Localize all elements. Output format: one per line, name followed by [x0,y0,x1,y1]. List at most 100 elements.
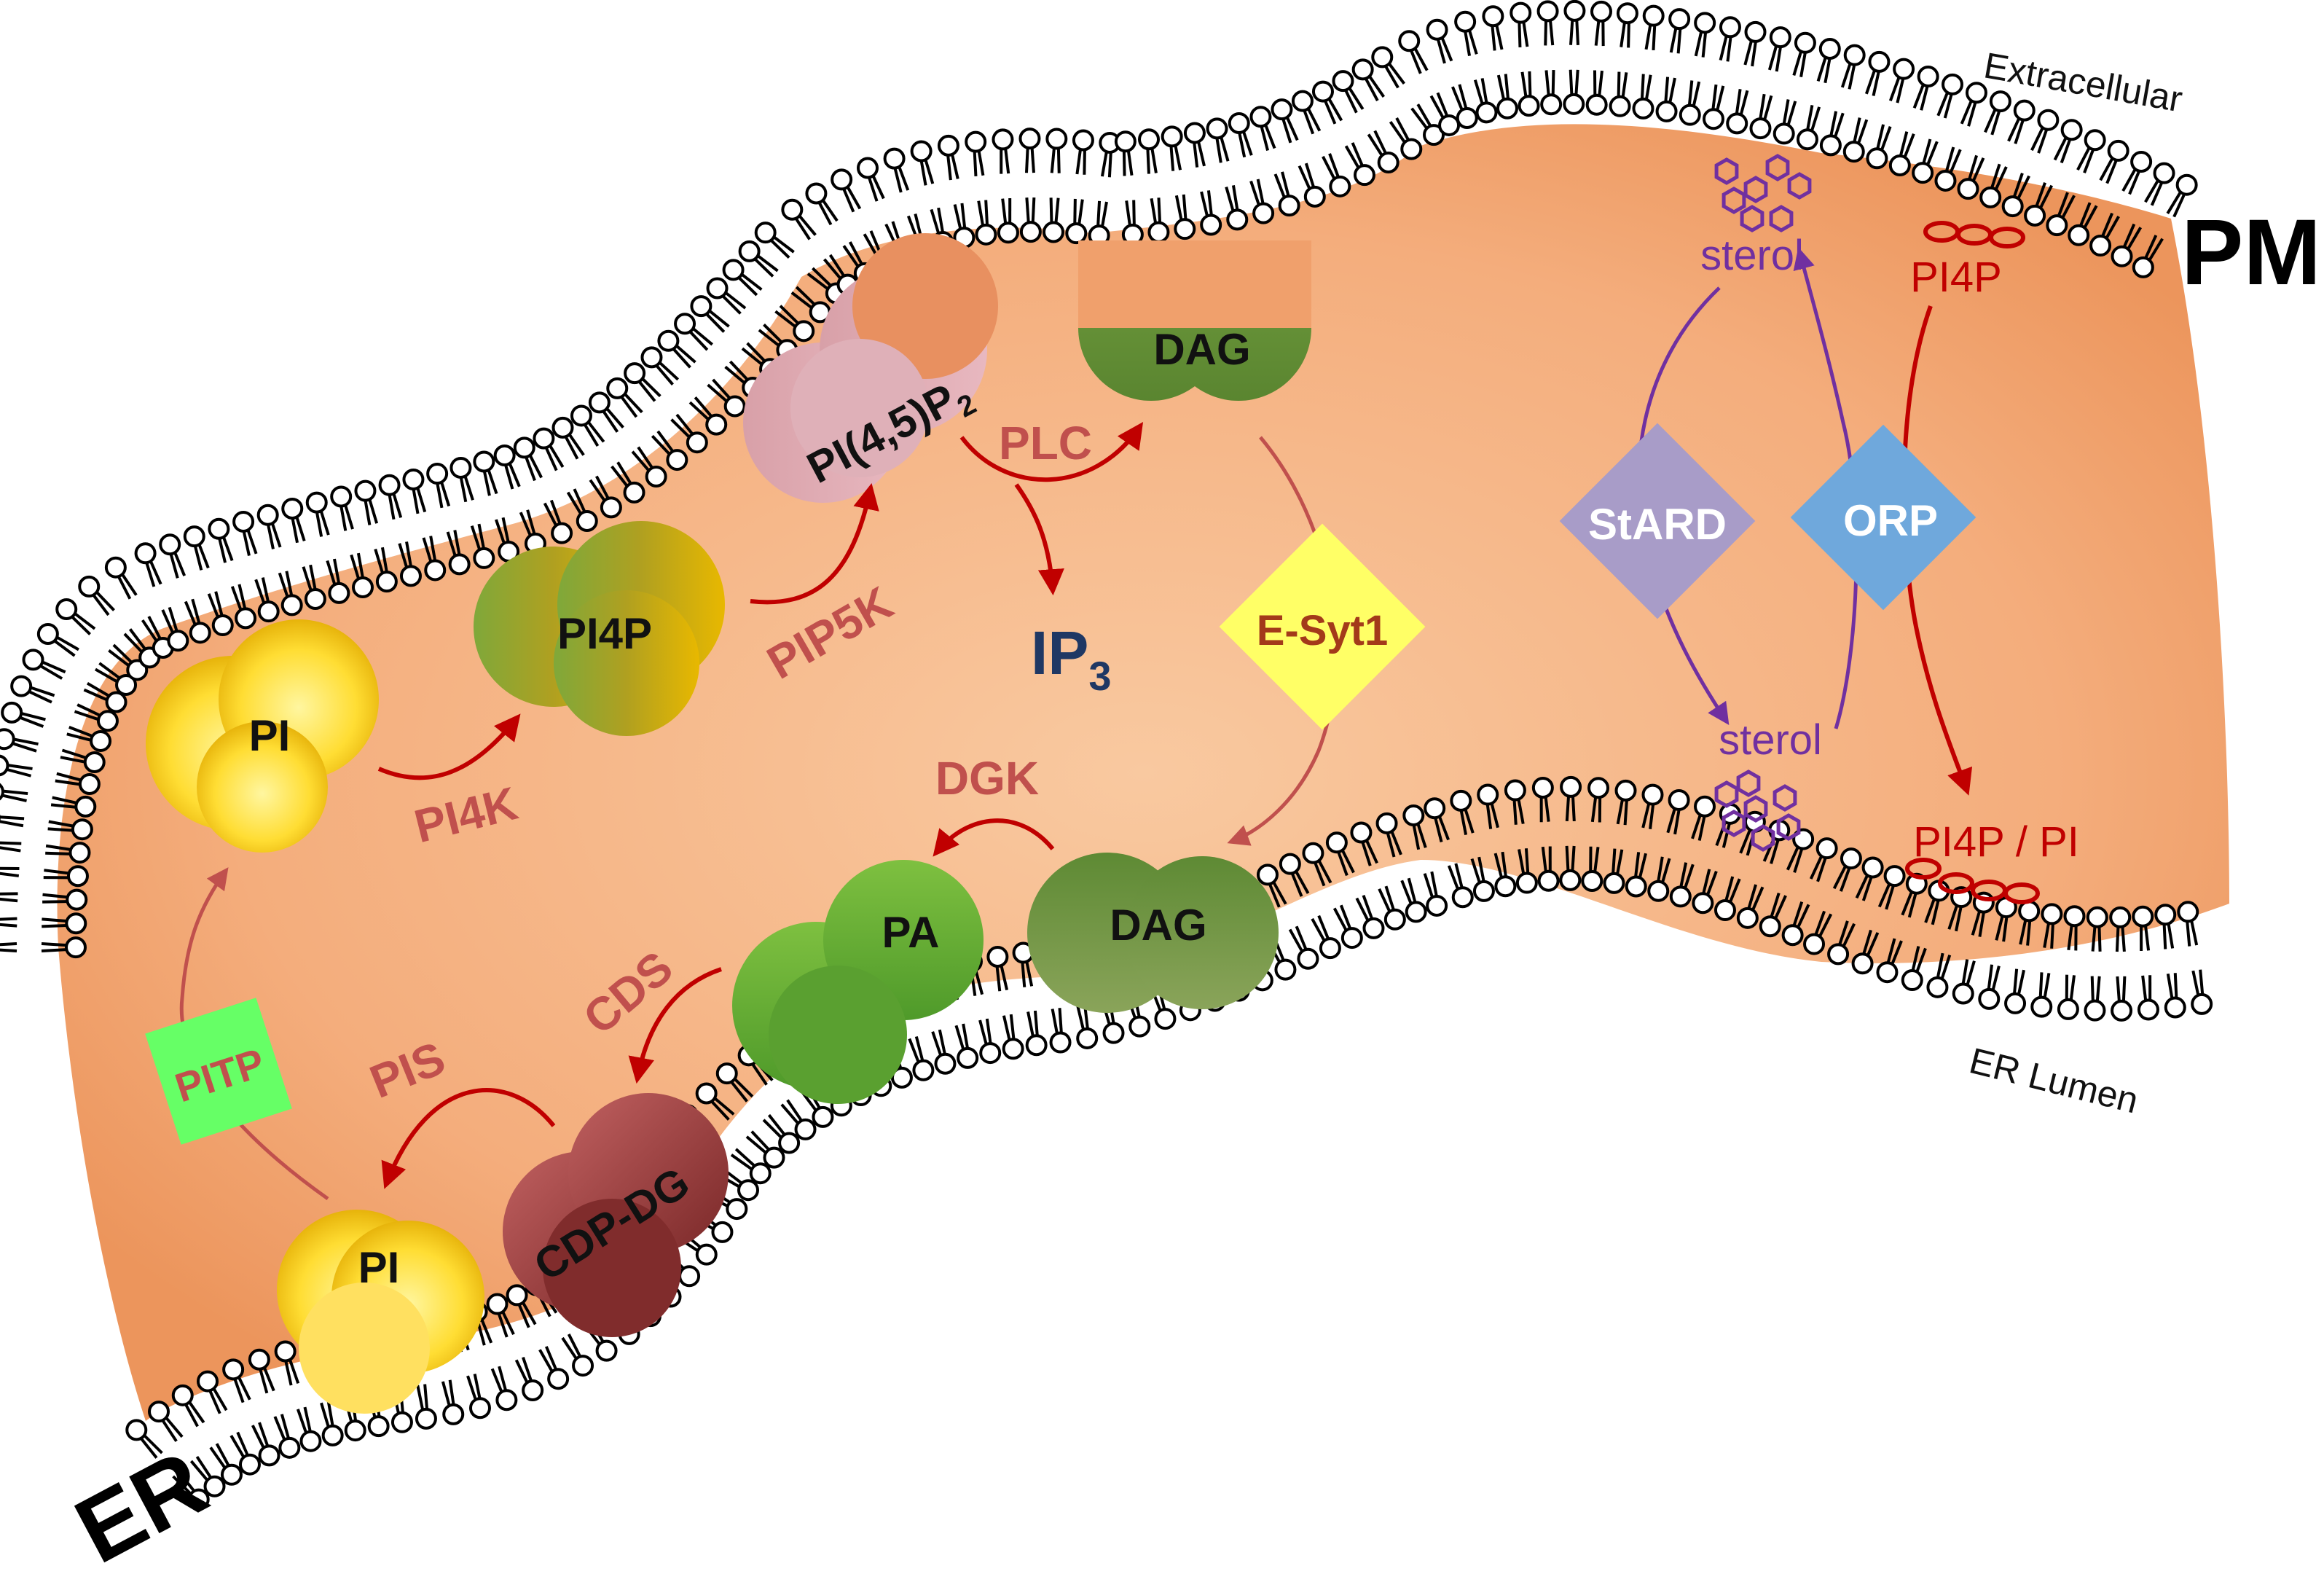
lipid-head [1002,1038,1024,1060]
lipid-tail [1541,846,1547,872]
lipid-tail [954,1025,965,1050]
lipid-tail [1652,25,1657,51]
lipid-tail [2121,926,2126,952]
lipid-tail [229,1435,246,1458]
lipid-dag-er: DAG [1027,853,1279,1013]
lipid-head [1426,18,1448,41]
lipid-tail [121,573,138,596]
lipid-tail [2097,926,2102,952]
lipid-head [1957,178,1979,200]
lipid-tail [1598,70,1603,96]
lipid-tail [271,522,282,548]
lipid-tail [822,199,839,222]
lipid-tail [1395,117,1410,141]
lipid-head [1926,976,1949,998]
lipid-tail [526,509,536,535]
lipid-tail [1945,146,1955,172]
lipid-tail [0,846,21,853]
lipid-tail [98,662,120,679]
lipid-tail [846,186,862,210]
lipid-head [572,1355,594,1377]
lipid-tail [1824,58,1832,84]
lipid-head [1438,114,1461,136]
lipid-tail [631,450,650,471]
lipid-head [1819,134,1842,157]
lipid-tail [767,1113,786,1136]
lipid-pip2: PI(4,5)P2 [743,233,998,503]
lipid-head [1383,908,1406,931]
lipid-tail [1793,848,1804,873]
lipid-head [71,818,93,841]
lipid-head [711,1221,734,1243]
lipid-head [1668,8,1691,31]
lipid-head [1563,0,1586,22]
lipid-tail [1182,194,1187,220]
lipid-tail [672,348,691,369]
lipid-tail [1031,197,1036,223]
lipid-tail [83,688,108,702]
lipid-tail [1544,20,1548,46]
lipid-tail [1943,93,1953,119]
lipid-head [1402,804,1425,826]
lipid-tail [1083,149,1086,175]
lipid-tail [1839,867,1851,892]
lipid-tail [2166,191,2182,214]
lipid-tail [2026,920,2032,946]
lipid-head [794,1118,817,1140]
lipid-head [424,559,447,581]
lipid-head [1450,789,1472,812]
lipid-tail [893,168,903,193]
sterol-ring [1765,154,1790,181]
arrow-pis [381,1088,556,1189]
lipid-head [55,598,78,620]
lipid-tail [1834,112,1845,138]
lipid-tail [2007,117,2021,142]
lipid-tail [770,239,790,259]
lipid-head [299,1430,322,1452]
arrow-plc-ip3 [1014,483,1064,596]
lipid-tail [762,1119,782,1139]
lipid-head [1019,221,1042,243]
lipid-tail [1915,947,1927,973]
lipid-head [378,474,401,496]
lipid-head [606,377,629,399]
lipid-tail [258,1422,270,1446]
lipid-tail [924,159,935,184]
lipid-tail [47,827,73,832]
lipid-tail [2116,976,2121,1002]
lipid-tail [259,1368,269,1394]
lipid-tail [2057,192,2069,216]
lipid-head [1851,952,1874,975]
lipid-head [2004,992,2027,1014]
lipid-head [1154,1008,1177,1030]
lipid-head [1065,222,1088,245]
lipid-head [1350,821,1373,844]
lipid-tail [517,1304,530,1328]
lipid-head [588,391,611,414]
lipid-head [448,553,471,576]
lipid-head [1642,4,1665,27]
lipid-tail [914,1035,925,1061]
lipid-tail [522,1356,533,1382]
lipid-tail [195,1455,212,1479]
lipid-tail [779,305,799,324]
lipid-head [10,675,33,697]
lipid-head [1934,169,1957,192]
lipid-tail [1125,200,1131,226]
lipid-tail [218,538,227,563]
lipid-head [1818,37,1841,60]
lipid-tail [561,1336,578,1360]
lipid-tail [0,820,24,828]
lipid-head [1694,795,1716,818]
lipid-tail [1729,878,1741,903]
lipid-tail [1264,125,1276,149]
lipid-tail [1903,133,1915,158]
lipid-head [1496,97,1518,120]
lipid-tail [1931,900,1940,925]
lipid-tail [1967,101,1977,127]
lipid-tail [1193,142,1199,168]
lipid-tail [1206,190,1213,216]
protein-stard-label: StARD [1588,500,1727,549]
lipid-tail [2121,976,2127,1001]
lipid-head [2018,900,2041,923]
